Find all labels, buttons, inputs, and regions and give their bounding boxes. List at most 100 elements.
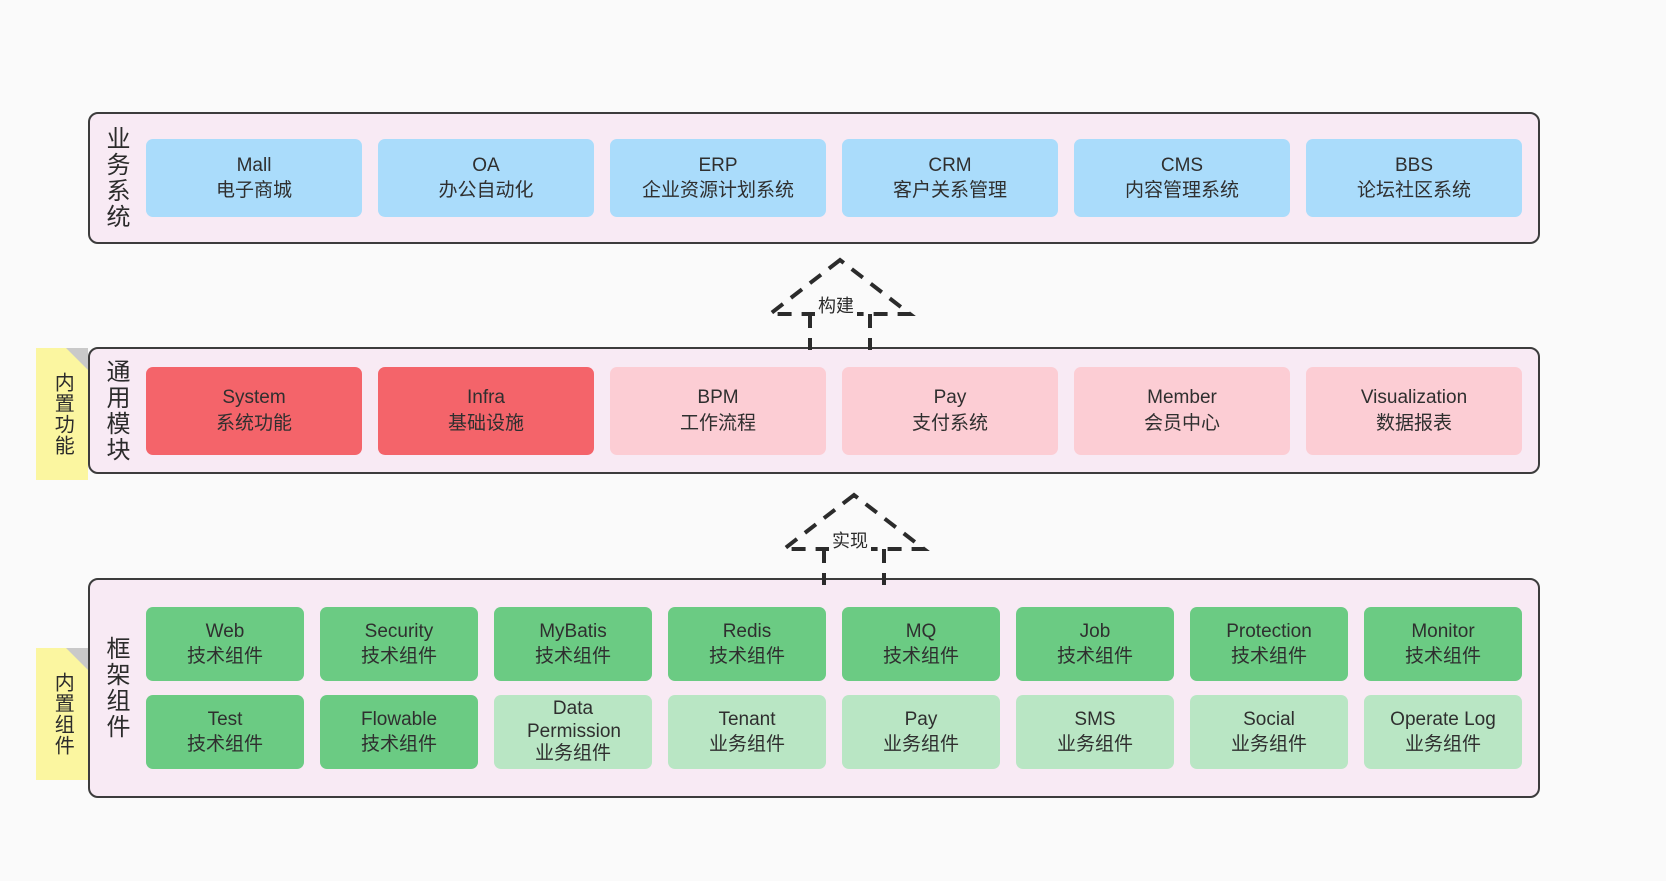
card-subtitle: 技术组件 — [882, 646, 959, 667]
layer-title-common-modules: 通用模块 — [101, 358, 129, 463]
folded-corner-icon — [66, 648, 88, 670]
card-cms[interactable]: CMS 内容管理系统 — [1074, 139, 1290, 217]
connector-build: 构建 — [752, 252, 932, 350]
card-subtitle: 业务组件 — [882, 734, 959, 755]
card-title: Operate Log — [1390, 708, 1496, 730]
card-subtitle: 业务组件 — [708, 734, 785, 755]
sticky-note-builtin-components: 内置组件 — [36, 648, 88, 780]
card-flowable[interactable]: Flowable 技术组件 — [320, 695, 478, 769]
card-sms[interactable]: SMS 业务组件 — [1016, 695, 1174, 769]
card-security[interactable]: Security 技术组件 — [320, 607, 478, 681]
card-title: Pay — [933, 387, 967, 409]
card-subtitle: 技术组件 — [360, 646, 437, 667]
card-operate-log[interactable]: Operate Log 业务组件 — [1364, 695, 1522, 769]
card-title: Data Permission — [527, 698, 621, 742]
card-subtitle: 办公自动化 — [438, 180, 534, 201]
card-subtitle: 内容管理系统 — [1124, 180, 1239, 201]
card-title: MQ — [905, 620, 937, 642]
card-title: System — [222, 387, 286, 409]
card-protection[interactable]: Protection 技术组件 — [1190, 607, 1348, 681]
implement-arrow-icon — [778, 492, 930, 585]
framework-row-tech: Web 技术组件 Security 技术组件 MyBatis 技术组件 Redi… — [146, 607, 1522, 681]
card-social[interactable]: Social 业务组件 — [1190, 695, 1348, 769]
card-subtitle: 系统功能 — [215, 412, 292, 434]
card-title: Flowable — [360, 708, 438, 730]
card-subtitle: 基础设施 — [447, 412, 524, 434]
card-pay-business[interactable]: Pay 业务组件 — [842, 695, 1000, 769]
card-data-permission[interactable]: Data Permission 业务组件 — [494, 695, 652, 769]
card-title: Pay — [904, 708, 938, 730]
card-mybatis[interactable]: MyBatis 技术组件 — [494, 607, 652, 681]
card-title: Member — [1147, 387, 1217, 409]
card-title: Redis — [722, 620, 772, 642]
card-test[interactable]: Test 技术组件 — [146, 695, 304, 769]
card-title: Web — [205, 620, 245, 642]
card-title: Security — [364, 620, 434, 642]
card-title: Test — [207, 708, 243, 730]
card-subtitle: 技术组件 — [360, 734, 437, 755]
card-title: BBS — [1394, 154, 1434, 176]
card-mq[interactable]: MQ 技术组件 — [842, 607, 1000, 681]
card-crm[interactable]: CRM 客户关系管理 — [842, 139, 1058, 217]
card-title: Monitor — [1411, 620, 1475, 642]
card-subtitle: 数据报表 — [1375, 412, 1452, 434]
sticky-note-label: 内置组件 — [51, 672, 74, 756]
card-subtitle: 技术组件 — [1404, 646, 1481, 667]
card-oa[interactable]: OA 办公自动化 — [378, 139, 594, 217]
card-bbs[interactable]: BBS 论坛社区系统 — [1306, 139, 1522, 217]
card-subtitle: 支付系统 — [911, 412, 988, 434]
card-subtitle: 技术组件 — [1056, 646, 1133, 667]
card-title: OA — [472, 154, 500, 176]
card-infra[interactable]: Infra 基础设施 — [378, 366, 594, 455]
layer-title-framework-components: 框架组件 — [101, 636, 129, 740]
layer-business-system: 业务系统 Mall 电子商城 OA 办公自动化 ERP 企业资源计划系统 CRM… — [88, 112, 1540, 244]
connector-implement: 实现 — [766, 487, 946, 585]
layer-title-business-system: 业务系统 — [101, 126, 129, 230]
layer-common-modules: 通用模块 System 系统功能 Infra 基础设施 BPM 工作流程 Pay… — [88, 347, 1540, 474]
card-subtitle: 工作流程 — [679, 412, 756, 434]
card-subtitle: 业务组件 — [1404, 734, 1481, 755]
card-subtitle: 企业资源计划系统 — [641, 180, 794, 201]
card-monitor[interactable]: Monitor 技术组件 — [1364, 607, 1522, 681]
card-title: BPM — [697, 387, 739, 409]
card-erp[interactable]: ERP 企业资源计划系统 — [610, 139, 826, 217]
card-title: Mall — [236, 154, 272, 176]
folded-corner-icon — [66, 348, 88, 370]
card-title: Tenant — [718, 708, 776, 730]
card-redis[interactable]: Redis 技术组件 — [668, 607, 826, 681]
card-subtitle: 业务组件 — [1230, 734, 1307, 755]
card-subtitle: 技术组件 — [186, 646, 263, 667]
card-tenant[interactable]: Tenant 业务组件 — [668, 695, 826, 769]
card-pay[interactable]: Pay 支付系统 — [842, 366, 1058, 455]
card-bpm[interactable]: BPM 工作流程 — [610, 366, 826, 455]
card-member[interactable]: Member 会员中心 — [1074, 366, 1290, 455]
card-web[interactable]: Web 技术组件 — [146, 607, 304, 681]
card-title: Social — [1243, 708, 1295, 730]
card-title: Visualization — [1360, 387, 1468, 409]
card-visualization[interactable]: Visualization 数据报表 — [1306, 366, 1522, 455]
card-title: Job — [1079, 620, 1111, 642]
sticky-note-builtin-features: 内置功能 — [36, 348, 88, 480]
card-title: CRM — [928, 154, 972, 176]
card-subtitle: 论坛社区系统 — [1356, 180, 1471, 201]
card-subtitle: 业务组件 — [534, 743, 611, 765]
card-subtitle: 会员中心 — [1143, 412, 1220, 434]
framework-row-business: Test 技术组件 Flowable 技术组件 Data Permission … — [146, 695, 1522, 769]
card-job[interactable]: Job 技术组件 — [1016, 607, 1174, 681]
card-subtitle: 技术组件 — [186, 734, 263, 755]
layer-framework-components: 框架组件 Web 技术组件 Security 技术组件 MyBatis 技术组件… — [88, 578, 1540, 798]
sticky-note-label: 内置功能 — [51, 372, 74, 456]
card-title: ERP — [698, 154, 738, 176]
card-mall[interactable]: Mall 电子商城 — [146, 139, 362, 217]
card-subtitle: 技术组件 — [708, 646, 785, 667]
connector-implement-label: 实现 — [829, 527, 871, 553]
card-subtitle: 业务组件 — [1056, 734, 1133, 755]
card-title: MyBatis — [539, 620, 607, 642]
card-title: Protection — [1226, 620, 1312, 642]
card-subtitle: 电子商城 — [215, 180, 292, 201]
card-subtitle: 客户关系管理 — [892, 180, 1007, 201]
card-title: CMS — [1160, 154, 1204, 176]
build-arrow-icon — [764, 257, 916, 350]
card-system[interactable]: System 系统功能 — [146, 366, 362, 455]
